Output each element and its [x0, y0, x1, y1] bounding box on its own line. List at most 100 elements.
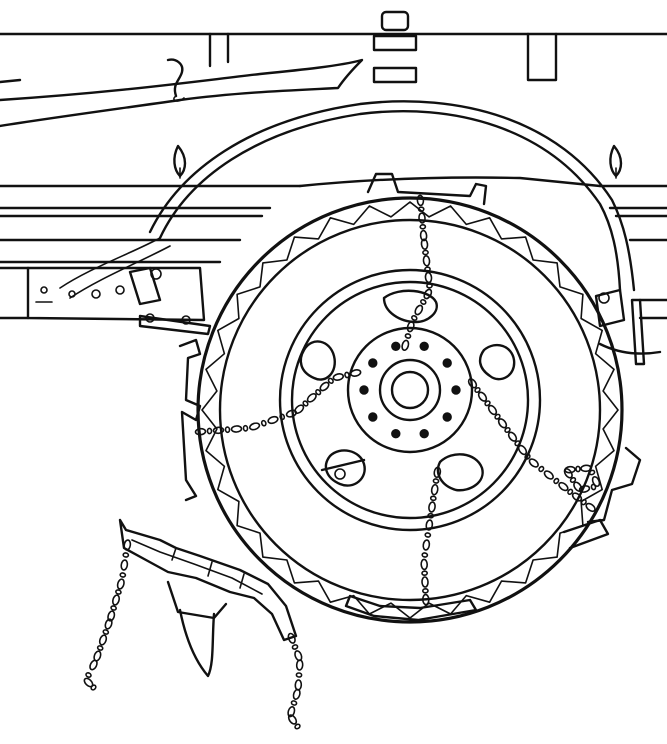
spare-chain-link [83, 518, 304, 730]
tire-chain [194, 194, 601, 606]
chain-link [89, 659, 98, 671]
lug-nut [359, 385, 369, 395]
chain-link [421, 576, 429, 588]
chain-link [212, 426, 225, 435]
chain-link [319, 381, 330, 392]
chain-link [404, 333, 412, 339]
lug-nut [451, 385, 461, 395]
chain-link [242, 424, 249, 432]
chain-right [467, 378, 596, 513]
chain-link [327, 377, 334, 384]
chain-link [424, 532, 432, 538]
spare-chain-right [287, 632, 304, 730]
chain-link [422, 255, 431, 267]
chain-link [248, 422, 261, 431]
chain-link [349, 369, 362, 377]
chain-link [294, 679, 303, 691]
chain-link [567, 488, 574, 495]
chain-link [224, 426, 231, 434]
tire-tread [201, 201, 619, 619]
chain-link [102, 629, 110, 635]
chain-link [564, 465, 576, 474]
chain-link [98, 634, 108, 646]
chain-link [90, 684, 97, 691]
chain-link [107, 610, 116, 622]
chain-link [420, 558, 429, 571]
chain-link [517, 444, 528, 456]
chain-link [423, 288, 433, 300]
chain-tightener [178, 172, 642, 622]
chain-link [425, 519, 434, 531]
chain-link [424, 266, 431, 273]
chain-link [507, 431, 518, 442]
chain-link [292, 688, 301, 700]
chain-link [422, 587, 429, 594]
chain-link [426, 282, 433, 289]
chain-link [553, 477, 560, 485]
chain-link [418, 212, 426, 224]
chain-link [421, 552, 429, 558]
chain-link [433, 466, 442, 479]
chain-link [401, 339, 410, 351]
chain-link [504, 426, 511, 434]
lug-nut [368, 358, 378, 368]
chain-link [267, 415, 279, 425]
chain-link [411, 315, 418, 321]
chain-link [477, 391, 488, 402]
tread-pattern [201, 201, 619, 619]
chain-link [315, 389, 322, 396]
chain-link [295, 672, 303, 678]
chain-link [487, 404, 498, 416]
chain-link [287, 706, 296, 718]
chain-link [524, 453, 531, 460]
chain-link [85, 672, 92, 678]
chain-link [279, 413, 286, 421]
chain-link [123, 539, 132, 551]
chain-link [110, 605, 117, 611]
chain-link [115, 589, 122, 595]
rim-window [478, 343, 516, 381]
chain-link [420, 238, 429, 250]
chain-top [401, 194, 433, 351]
lug-nuts [359, 341, 461, 439]
chain-link [416, 194, 425, 207]
chain-link [287, 714, 298, 725]
chain-link [419, 223, 427, 230]
chain-link [543, 470, 554, 480]
chain-link [420, 299, 427, 305]
chain-link [419, 229, 428, 242]
chain-link [427, 512, 435, 519]
chain-link [194, 427, 207, 436]
chain-link [290, 700, 298, 706]
fender [59, 100, 636, 299]
chain-link [428, 501, 436, 513]
chain-link [116, 578, 125, 590]
lug-nut [419, 429, 429, 439]
chain-link [421, 570, 428, 577]
chain-link [206, 427, 213, 435]
chain-link [514, 440, 521, 447]
chain-link [295, 659, 304, 671]
chain-link [575, 465, 581, 473]
chain-bottom [420, 466, 442, 606]
chain-link [230, 425, 243, 433]
lug-nut [442, 358, 452, 368]
chain-link [287, 632, 296, 644]
vehicle-frame [0, 10, 667, 366]
chain-link [119, 572, 127, 578]
chain-link [467, 378, 478, 389]
chain-link [332, 373, 345, 381]
chain-link [406, 321, 415, 333]
chain-link [558, 481, 569, 492]
chain-link [104, 618, 113, 630]
chain-link [96, 645, 104, 651]
hub [346, 326, 474, 454]
lug-nut [368, 412, 378, 422]
chain-link [306, 392, 317, 403]
chain-link [497, 418, 508, 429]
chain-link [538, 465, 545, 473]
rim-window [382, 289, 438, 324]
chain-link [344, 371, 350, 379]
lug-nut [391, 341, 401, 351]
